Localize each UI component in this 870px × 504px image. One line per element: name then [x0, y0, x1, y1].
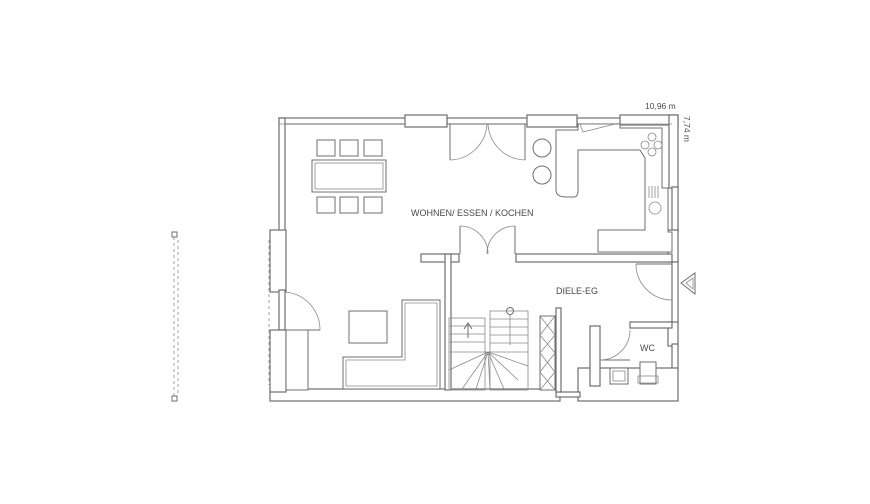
entrance-door	[635, 263, 673, 301]
living-double-door	[459, 225, 516, 255]
sofa	[285, 299, 441, 391]
kitchen	[532, 123, 673, 253]
dimension-width: 10,96 m	[645, 101, 676, 111]
room-label-hall: DIELE-EG	[556, 286, 598, 296]
interior-walls	[420, 253, 673, 393]
room-label-living: WOHNEN/ ESSEN / KOCHEN	[411, 208, 534, 218]
wardrobe	[539, 315, 556, 391]
terrace-double-door	[449, 123, 526, 161]
windows	[268, 114, 578, 385]
room-labels: WOHNEN/ ESSEN / KOCHEN DIELE-EG WC	[411, 208, 655, 353]
terrace-marker	[171, 231, 179, 402]
staircase	[448, 307, 529, 391]
dimension-depth: 7,74 m	[682, 116, 692, 142]
wc-fixtures	[599, 329, 659, 385]
left-door	[284, 291, 321, 331]
entrance-arrow-icon	[680, 272, 696, 296]
dimension-labels: 10,96 m 7,74 m	[645, 101, 692, 142]
room-label-wc: WC	[640, 343, 655, 353]
dining-table	[311, 139, 387, 214]
